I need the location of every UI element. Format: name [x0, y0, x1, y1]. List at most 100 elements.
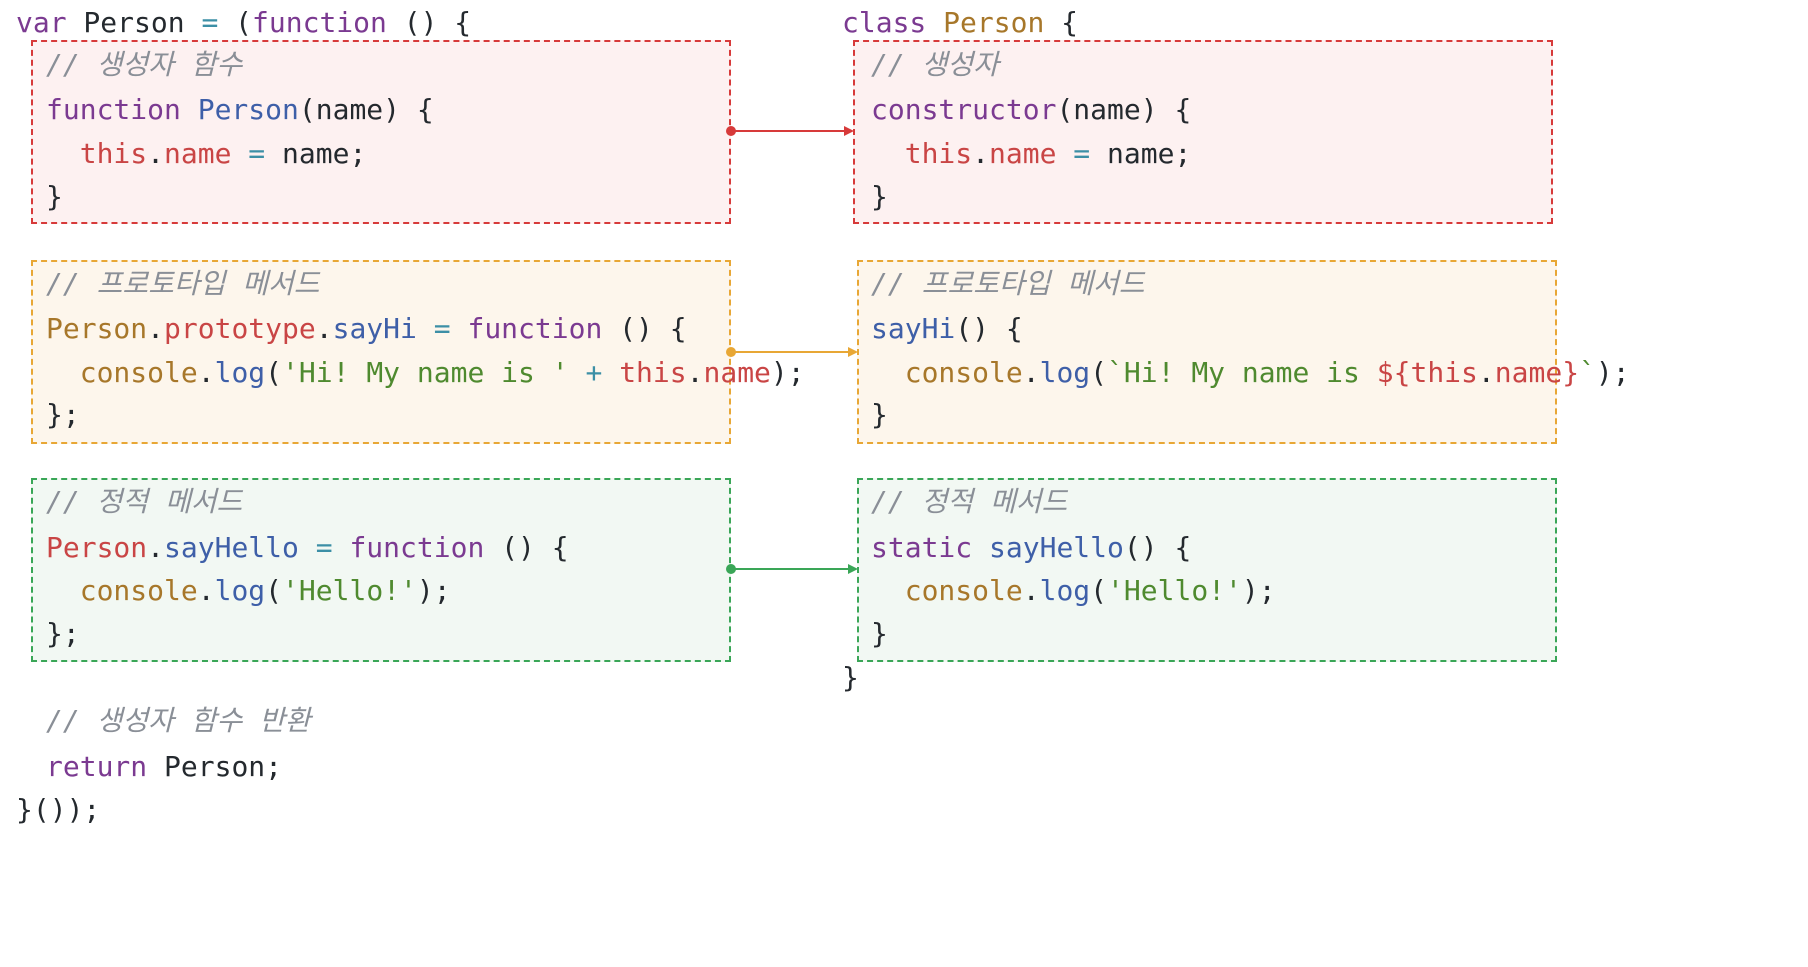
console-object: console — [904, 574, 1023, 607]
function-name: Person — [180, 93, 299, 126]
right-static-box — [857, 478, 1557, 662]
left-header-line: var Person = (function () { — [16, 6, 471, 40]
punct: ( — [218, 6, 253, 39]
dot: . — [686, 356, 704, 389]
left-proto-line1: Person.prototype.sayHi = function () { — [46, 312, 687, 346]
operator: = — [231, 137, 283, 170]
keyword: var — [16, 6, 67, 39]
property: name — [989, 137, 1057, 170]
punct: ( — [265, 356, 283, 389]
punct: ); — [1595, 356, 1630, 389]
constructor-keyword: constructor — [871, 93, 1057, 126]
right-footer-line: } — [842, 661, 859, 694]
left-static-line3: }; — [46, 617, 80, 650]
dot: . — [1022, 574, 1040, 607]
right-proto-comment: // 프로토타입 메서드 — [871, 267, 1145, 300]
left-prototype-box — [31, 260, 731, 444]
template-string-end: ` — [1579, 356, 1596, 389]
identifier: Person — [66, 6, 202, 39]
class-name: Person — [46, 531, 148, 564]
right-ctor-comment: // 생성자 — [871, 48, 999, 81]
string: 'Hello!' — [282, 574, 417, 607]
right-static-comment: // 정적 메서드 — [871, 485, 1068, 518]
punct: { — [1044, 6, 1079, 39]
property: prototype — [164, 312, 316, 345]
keyword: function — [46, 93, 181, 126]
property: name — [703, 356, 771, 389]
params: (name) { — [1056, 93, 1192, 126]
dot: . — [147, 531, 165, 564]
left-static-comment: // 정적 메서드 — [46, 485, 243, 518]
dot: . — [197, 356, 215, 389]
punct: () { — [602, 312, 687, 345]
keyword: function — [252, 6, 387, 39]
left-ctor-comment: // 생성자 함수 — [46, 48, 243, 81]
punct: ( — [1090, 356, 1108, 389]
method-name: log — [214, 356, 266, 389]
right-constructor-box — [853, 40, 1553, 224]
left-ctor-line1: function Person(name) { — [46, 93, 434, 127]
console-object: console — [79, 356, 198, 389]
punct: () { — [484, 531, 569, 564]
operator: = — [201, 6, 219, 39]
property: name — [164, 137, 232, 170]
identifier: Person; — [147, 750, 283, 783]
class-name: Person — [943, 6, 1045, 39]
operator: = — [298, 531, 350, 564]
method-name: sayHi — [871, 312, 956, 345]
right-static-line3: } — [871, 617, 888, 650]
method-name: sayHello — [164, 531, 299, 564]
template-string: `Hi! My name is — [1107, 356, 1377, 389]
keyword: function — [467, 312, 603, 345]
constructor-arrow — [726, 126, 854, 136]
params: (name) { — [298, 93, 434, 126]
keyword: function — [349, 531, 485, 564]
punct: ); — [1241, 574, 1276, 607]
keyword: class — [842, 6, 927, 39]
left-static-line1: Person.sayHello = function () { — [46, 531, 569, 565]
dot: . — [197, 574, 215, 607]
right-ctor-line3: } — [871, 180, 888, 213]
left-return-comment: // 생성자 함수 반환 — [46, 704, 311, 737]
console-object: console — [79, 574, 198, 607]
this-keyword: this — [904, 137, 973, 170]
class-name: Person — [46, 312, 148, 345]
this-keyword: this — [1410, 356, 1478, 389]
left-constructor-box — [31, 40, 731, 224]
left-ctor-line3: } — [46, 180, 63, 213]
method-name: sayHello — [972, 531, 1124, 564]
keyword: static — [871, 531, 973, 564]
right-ctor-line2: this.name = name; — [871, 137, 1192, 171]
console-object: console — [904, 356, 1023, 389]
this-keyword: this — [79, 137, 148, 170]
this-keyword: this — [619, 356, 687, 389]
right-prototype-box — [857, 260, 1557, 444]
template-close: } — [1562, 356, 1580, 389]
left-ctor-line2: this.name = name; — [46, 137, 367, 171]
value: name; — [282, 137, 367, 170]
template-open: ${ — [1376, 356, 1411, 389]
dot: . — [147, 312, 165, 345]
left-proto-line3: }; — [46, 398, 80, 431]
string: 'Hi! My name is ' — [282, 356, 569, 389]
property: name — [1494, 356, 1563, 389]
value: name; — [1107, 137, 1192, 170]
method-name: log — [1039, 574, 1091, 607]
right-static-line2: console.log('Hello!'); — [871, 574, 1276, 608]
punct: ( — [265, 574, 283, 607]
punct: ); — [416, 574, 451, 607]
string: 'Hello!' — [1107, 574, 1242, 607]
operator: = — [1056, 137, 1108, 170]
right-proto-line2: console.log(`Hi! My name is ${this.name}… — [871, 356, 1630, 390]
method-name: sayHi — [332, 312, 417, 345]
keyword: return — [46, 750, 148, 783]
dot: . — [315, 312, 333, 345]
method-name: log — [1039, 356, 1091, 389]
left-proto-line2: console.log('Hi! My name is ' + this.nam… — [46, 356, 805, 390]
right-proto-line3: } — [871, 398, 888, 431]
left-static-box — [31, 478, 731, 662]
left-proto-comment: // 프로토타입 메서드 — [46, 267, 320, 300]
operator: = — [416, 312, 468, 345]
right-static-line1: static sayHello() { — [871, 531, 1191, 565]
punct: () { — [1123, 531, 1192, 564]
